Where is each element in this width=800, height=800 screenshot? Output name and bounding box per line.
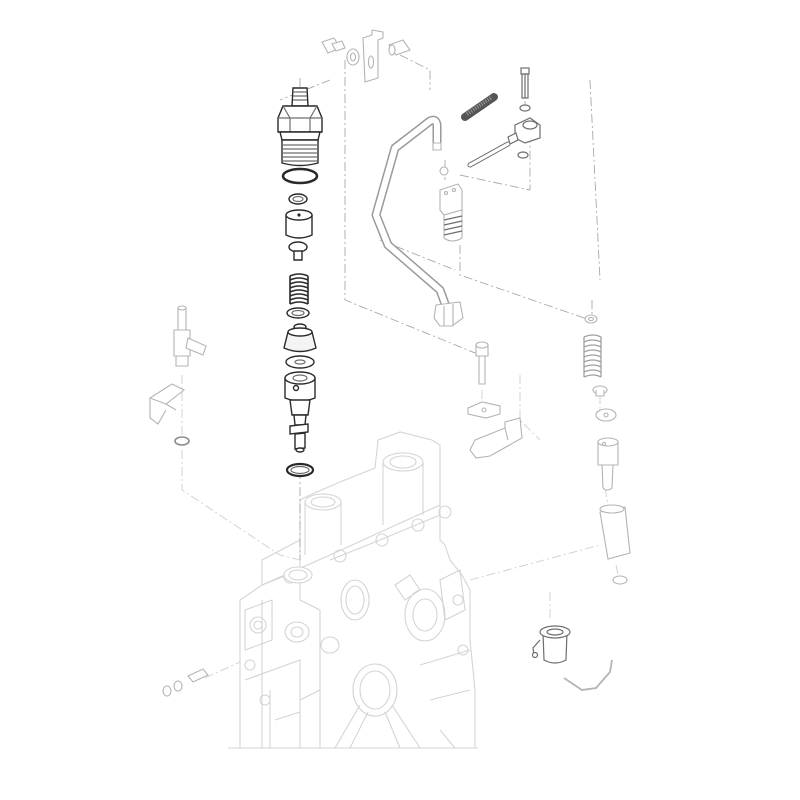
clamp-plate [467, 401, 501, 419]
nozzle-nut [599, 504, 631, 560]
heat-shield [612, 575, 628, 585]
assembly-guide-lines [181, 54, 621, 679]
union-nut [433, 301, 464, 327]
clamp-group [467, 341, 523, 459]
return-tee-group [148, 305, 207, 446]
cap-screw [475, 341, 489, 385]
o-ring [281, 167, 319, 185]
seal-ring [519, 104, 531, 112]
clip-sleeve [531, 625, 571, 664]
cylinder-head-casting [228, 431, 478, 749]
valve-seat [288, 241, 308, 261]
filter-screen [461, 93, 498, 121]
tee-connector [173, 305, 207, 367]
plug-group [162, 668, 209, 697]
clamp-claw [469, 417, 523, 459]
sleeve-clip-group [531, 625, 613, 691]
injector-stack [277, 87, 323, 478]
pressure-spring [289, 273, 309, 305]
nozzle-holder-body [277, 87, 323, 167]
fuel-line-group [321, 29, 464, 327]
needle [289, 423, 309, 453]
nozzle [597, 437, 619, 491]
plug-screw [187, 668, 209, 683]
spring-seat [592, 385, 608, 397]
bracket [148, 383, 186, 425]
clamp-bracket [362, 29, 384, 83]
o-ring-b [162, 685, 172, 697]
intermediate-disc [595, 408, 617, 422]
sleeve [388, 39, 411, 56]
banjo-fitting [507, 117, 541, 145]
hollow-screw [520, 67, 530, 99]
pipe-nipple [439, 166, 449, 176]
nozzle-body [284, 371, 316, 426]
spacer-sleeve [285, 209, 313, 239]
o-ring-a [173, 680, 183, 692]
intermediate-plate [283, 323, 317, 353]
return-pipe [467, 141, 511, 168]
high-pressure-pipe [371, 115, 453, 314]
spring [583, 334, 602, 378]
leak-off-group [461, 67, 541, 168]
wire-clip [563, 659, 613, 691]
sealing-washer [285, 462, 315, 478]
o-ring-tee [174, 436, 190, 446]
connector-block [439, 183, 463, 242]
banjo-bolt [321, 37, 346, 54]
circlip [288, 193, 308, 205]
seal-ring-lower [517, 151, 529, 159]
alt-injector-group [583, 314, 631, 585]
